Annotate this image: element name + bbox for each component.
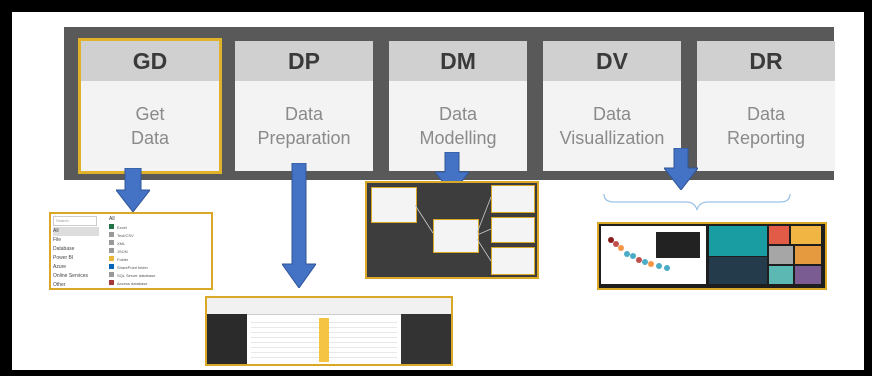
arrow-down-icon: [664, 148, 698, 190]
stage-label: Get Data: [130, 104, 170, 148]
stage-card-gd: GD Get Data: [78, 38, 222, 174]
stage-card-dp: DP Data Preparation: [235, 41, 373, 171]
category-item: Database: [53, 246, 75, 252]
source-item: SharePoint folder: [117, 265, 148, 270]
stage-code: DR: [697, 41, 835, 81]
brace-icon: [603, 193, 791, 211]
arrow-down-icon: [282, 163, 316, 288]
category-item: Azure: [53, 264, 67, 270]
visualization-screenshot: [597, 222, 827, 290]
stage-label: Data Preparation: [257, 104, 351, 148]
stage-code: GD: [81, 41, 219, 81]
arrow-down-icon: [116, 168, 150, 212]
stage-card-dm: DM Data Modelling: [389, 41, 527, 171]
source-item: JSON: [117, 249, 128, 254]
category-item: File: [53, 237, 62, 243]
category-item: Power BI: [53, 255, 74, 261]
stage-code: DV: [543, 41, 681, 81]
category-item: All: [53, 227, 99, 236]
source-item: Text/CSV: [117, 233, 134, 238]
get-data-screenshot: Search All File Database Power BI Azure …: [49, 212, 213, 290]
stage-label: Data Modelling: [419, 104, 497, 148]
source-item: Excel: [117, 225, 127, 230]
stage-code: DM: [389, 41, 527, 81]
stage-card-dv: DV Data Visuallization: [543, 41, 681, 171]
stage-code: DP: [235, 41, 373, 81]
sources-header: All: [109, 216, 115, 222]
source-item: XML: [117, 241, 126, 246]
search-input: Search: [53, 216, 97, 226]
data-modelling-screenshot: [365, 181, 539, 279]
data-preparation-screenshot: [205, 296, 453, 366]
stage-label: Data Reporting: [726, 104, 806, 148]
stage-card-dr: DR Data Reporting: [697, 41, 835, 171]
source-item: SQL Server database: [117, 273, 156, 278]
category-item: Other: [53, 282, 66, 288]
diagram-frame: GD Get Data DP Data Preparation DM Data …: [12, 12, 864, 370]
stage-label: Data Visuallization: [559, 104, 665, 148]
scatter-thumbnail: [608, 232, 700, 271]
source-item: Access database: [117, 281, 148, 286]
category-item: Online Services: [53, 273, 89, 279]
source-item: Folder: [117, 257, 129, 262]
